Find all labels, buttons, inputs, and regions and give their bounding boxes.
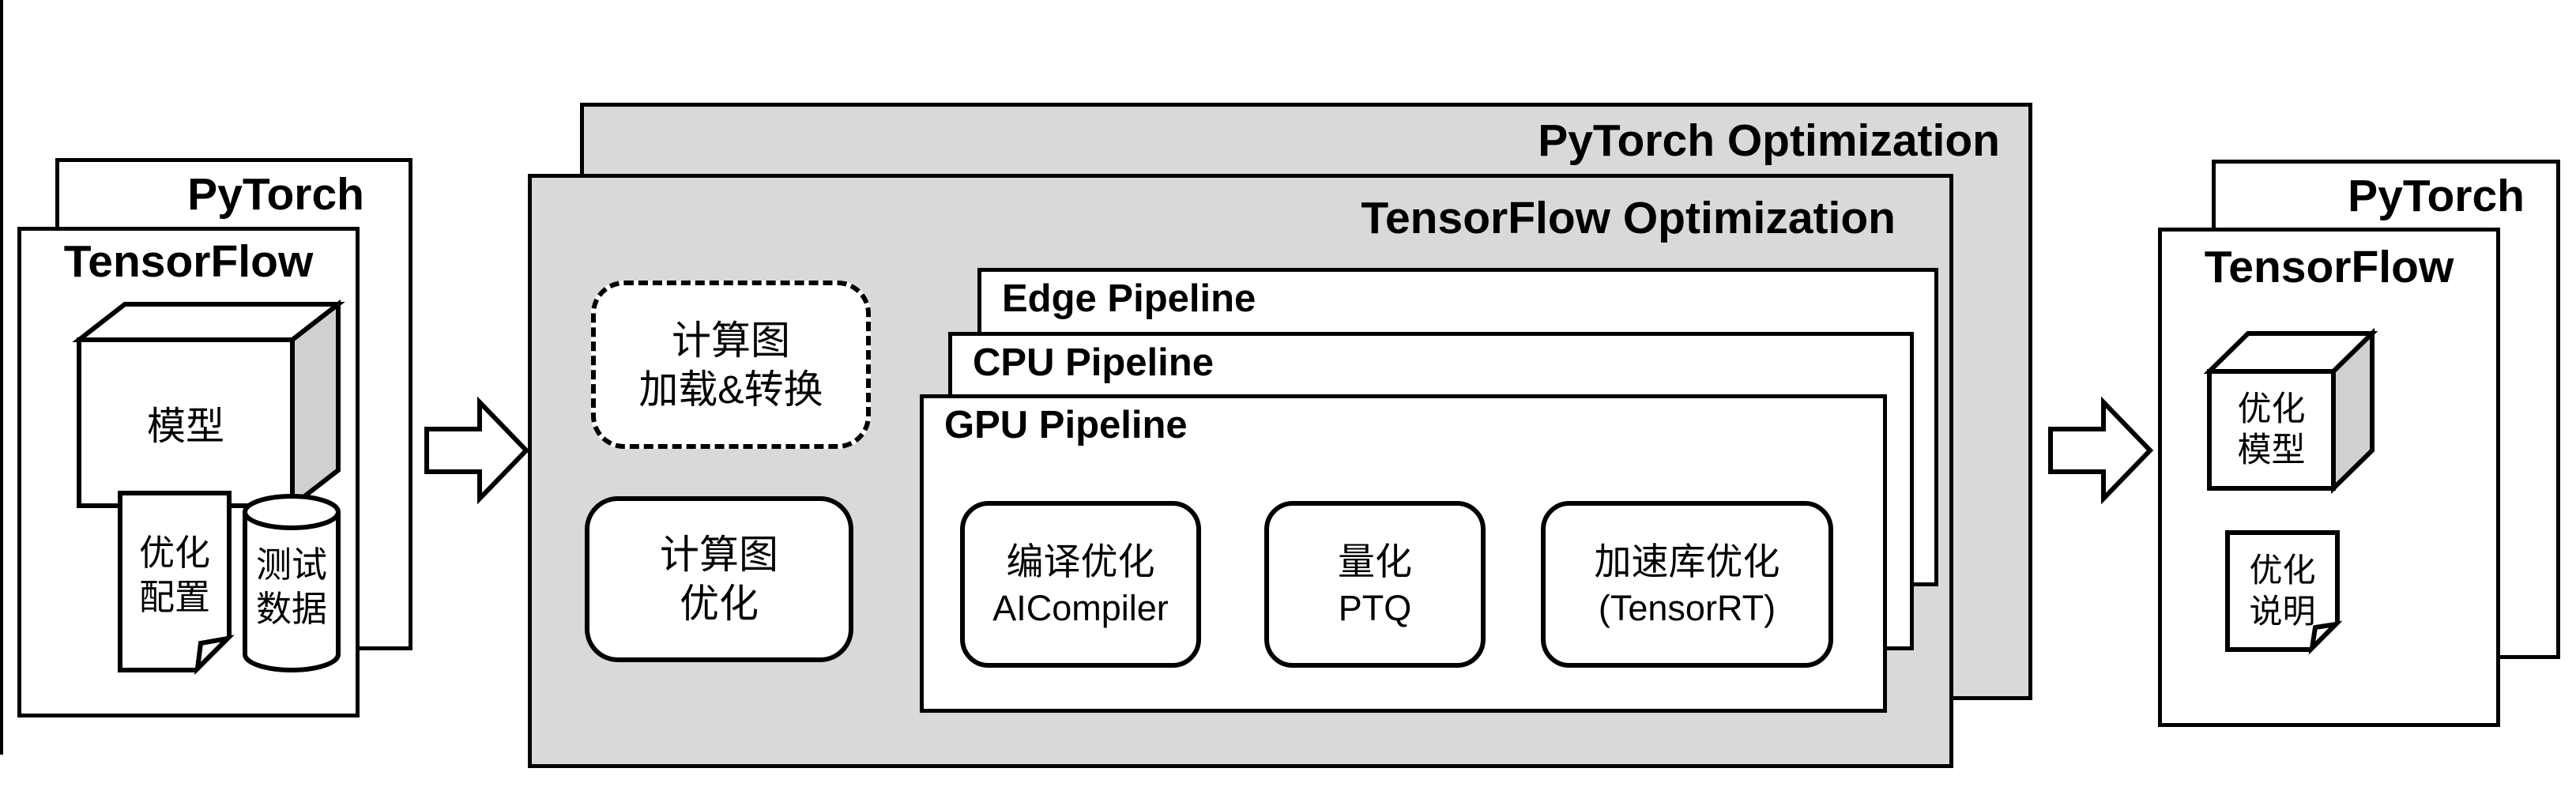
tensorflow-optimization-label: TensorFlow Optimization	[1361, 193, 1896, 243]
gpu-pipeline-label: GPU Pipeline	[944, 404, 1188, 446]
model-cube-label: 模型	[146, 405, 224, 448]
graph-optimization-line2: 优化	[680, 582, 759, 626]
right-tensorflow-label: TensorFlow	[2204, 242, 2454, 292]
pytorch-optimization-label: PyTorch Optimization	[1538, 115, 2000, 166]
graph-load-convert-line2: 加载&转换	[638, 367, 823, 412]
config-document-label: 优化 配置	[138, 533, 210, 617]
graph-optimization-line1: 计算图	[660, 533, 778, 577]
quantization-line2: PTQ	[1338, 587, 1412, 628]
config-document-icon	[118, 491, 235, 676]
graph-load-convert-line1: 计算图	[672, 318, 790, 363]
model-cube-icon	[72, 299, 345, 511]
cpu-pipeline-label: CPU Pipeline	[973, 341, 1214, 384]
compile-optimization-line2: AICompiler	[992, 587, 1169, 628]
edge-pipeline-label: Edge Pipeline	[1002, 277, 1256, 320]
compile-optimization-line1: 编译优化	[1006, 540, 1155, 582]
graph-load-convert-box: 计算图 加载&转换	[591, 281, 871, 449]
page-edge-line	[0, 0, 3, 755]
acceleration-library-line2: (TensorRT)	[1598, 587, 1776, 628]
acceleration-library-box: 加速库优化 (TensorRT)	[1541, 501, 1833, 668]
acceleration-library-line1: 加速库优化	[1594, 540, 1780, 582]
graph-optimization-box: 计算图 优化	[585, 496, 853, 662]
left-pytorch-label: PyTorch	[187, 169, 364, 220]
arrow-left-to-middle	[424, 396, 530, 505]
optimized-model-cube-label: 优化 模型	[2237, 390, 2306, 469]
notes-document-icon	[2225, 530, 2343, 655]
quantization-box: 量化 PTQ	[1264, 501, 1486, 668]
optimized-model-cube-icon	[2203, 327, 2378, 495]
quantization-line1: 量化	[1338, 540, 1412, 582]
arrow-middle-to-right	[2048, 396, 2154, 505]
compile-optimization-box: 编译优化 AICompiler	[960, 501, 1201, 668]
left-tensorflow-label: TensorFlow	[63, 236, 314, 287]
right-pytorch-label: PyTorch	[2348, 171, 2525, 221]
test-data-cylinder-label: 测试 数据	[255, 544, 327, 629]
notes-document-label: 优化 说明	[2249, 552, 2316, 630]
test-data-cylinder-icon	[243, 494, 341, 672]
